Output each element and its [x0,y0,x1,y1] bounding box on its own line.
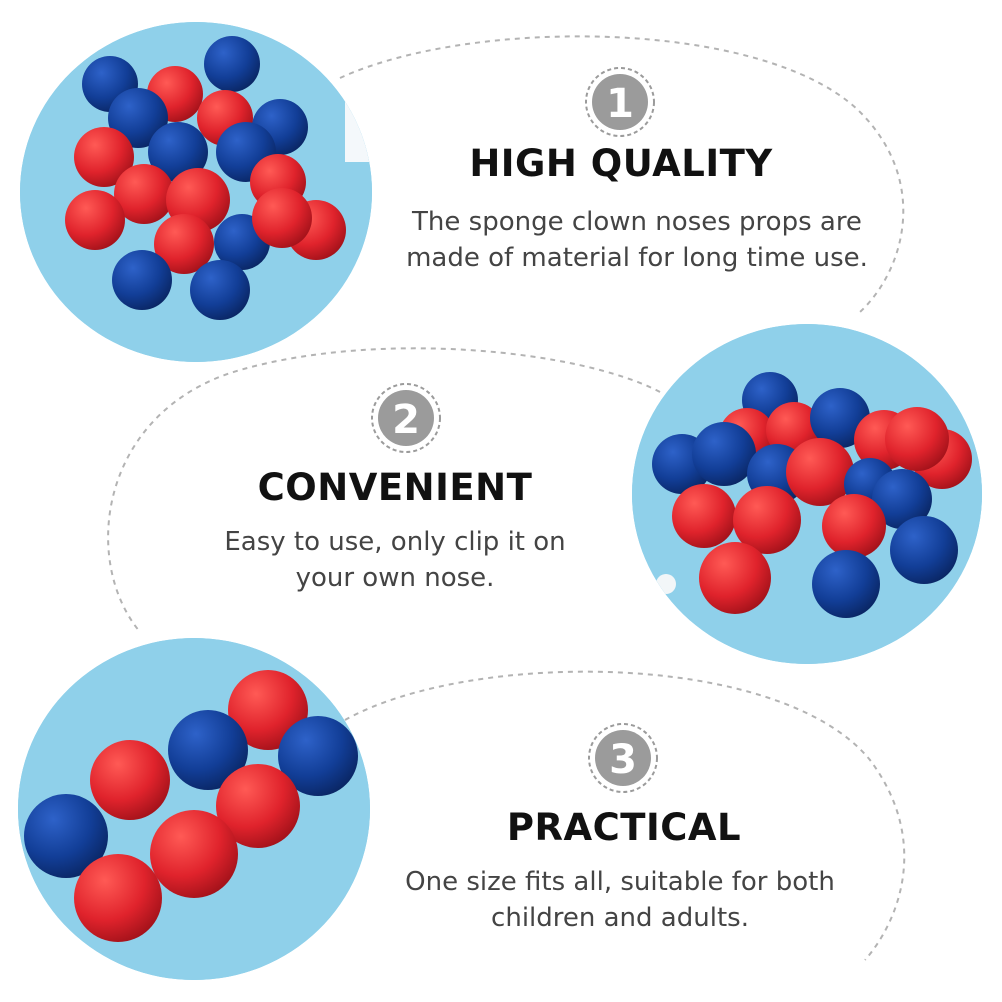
feature-title-2: CONVENIENT [257,466,533,509]
feature-description-3: One size fits all, suitable for both chi… [405,867,835,933]
feature-description-1: The sponge clown noses props are made of… [406,207,868,273]
number-badge-1: 1 [584,66,656,138]
number-badge-3-text: 3 [609,737,637,783]
number-badge-2-text: 2 [392,397,420,443]
number-badge-1-text: 1 [606,81,634,127]
feature-title-1: HIGH QUALITY [469,142,773,185]
number-badge-3: 3 [587,722,659,794]
feature-description-2: Easy to use, only clip it on your own no… [224,527,566,593]
product-photo-1 [20,22,372,362]
feature-title-3: PRACTICAL [506,806,742,849]
product-photo-3 [18,638,370,980]
product-photo-2 [632,324,982,664]
number-badge-2: 2 [370,382,442,454]
